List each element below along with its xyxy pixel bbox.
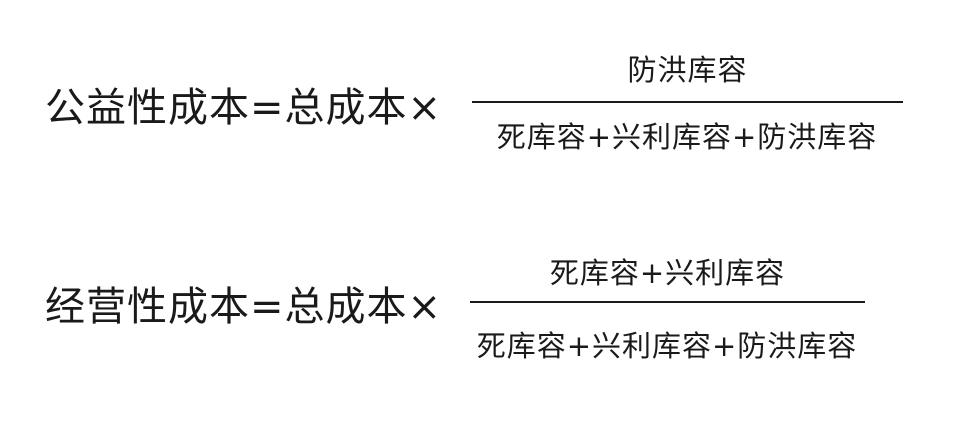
fraction-denominator: 死库容+兴利库容+防洪库容 (496, 120, 878, 154)
fraction-numerator: 死库容+兴利库容 (549, 256, 786, 290)
fraction-numerator: 防洪库容 (627, 53, 748, 87)
formula-lhs: 公益性成本=总成本× (45, 85, 443, 131)
fraction-line (470, 301, 865, 303)
fraction-line (472, 101, 903, 103)
fraction-denominator: 死库容+兴利库容+防洪库容 (476, 329, 858, 363)
formula-lhs: 经营性成本=总成本× (45, 284, 443, 330)
